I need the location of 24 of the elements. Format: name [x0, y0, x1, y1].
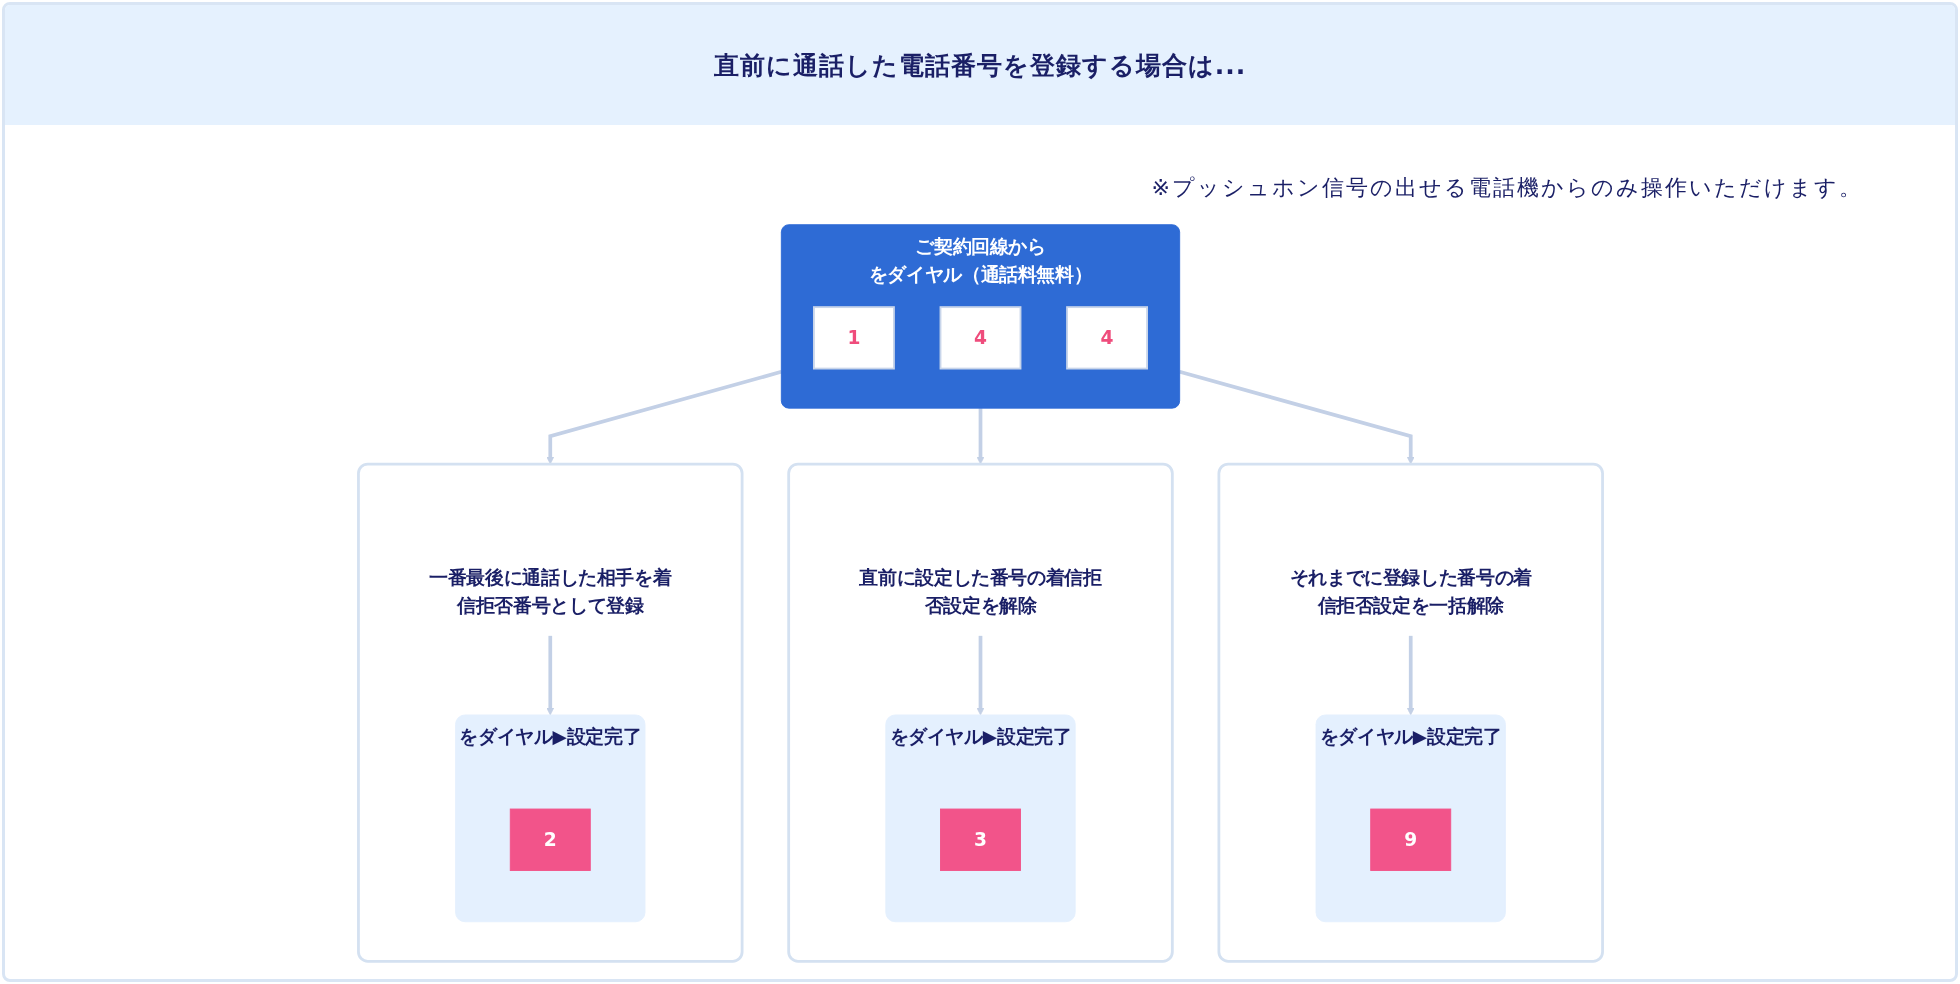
node-box	[939, 306, 1021, 370]
arrow	[1406, 635, 1415, 716]
cluster	[1315, 714, 1506, 923]
cluster	[884, 714, 1076, 923]
node-box	[1369, 808, 1451, 871]
cluster	[1217, 462, 1604, 963]
node-box	[939, 808, 1021, 871]
cluster	[356, 462, 743, 963]
node-box	[1065, 306, 1148, 370]
arrow	[545, 635, 554, 716]
node-box	[509, 808, 591, 871]
node-text: 一番最後に通話した相手を着信拒否番号として登録	[428, 565, 671, 617]
cluster	[780, 224, 1180, 409]
arrow	[545, 370, 782, 465]
cluster	[454, 714, 645, 923]
title: 直前に通話した電話番号を登録する場合は...	[713, 49, 1247, 82]
node-text: 直前に設定した番号の着信拒否設定を解除	[858, 565, 1102, 617]
arrow	[975, 408, 985, 465]
cluster	[786, 462, 1174, 963]
node-box	[812, 306, 895, 370]
note-text: ※プッシュホン信号の出せる電話機からのみ操作いただけます。	[1151, 174, 1863, 202]
node-text: それまでに登録した番号の着信拒否設定を一括解除	[1289, 565, 1532, 617]
arrow	[975, 635, 985, 716]
arrow	[1178, 370, 1415, 465]
